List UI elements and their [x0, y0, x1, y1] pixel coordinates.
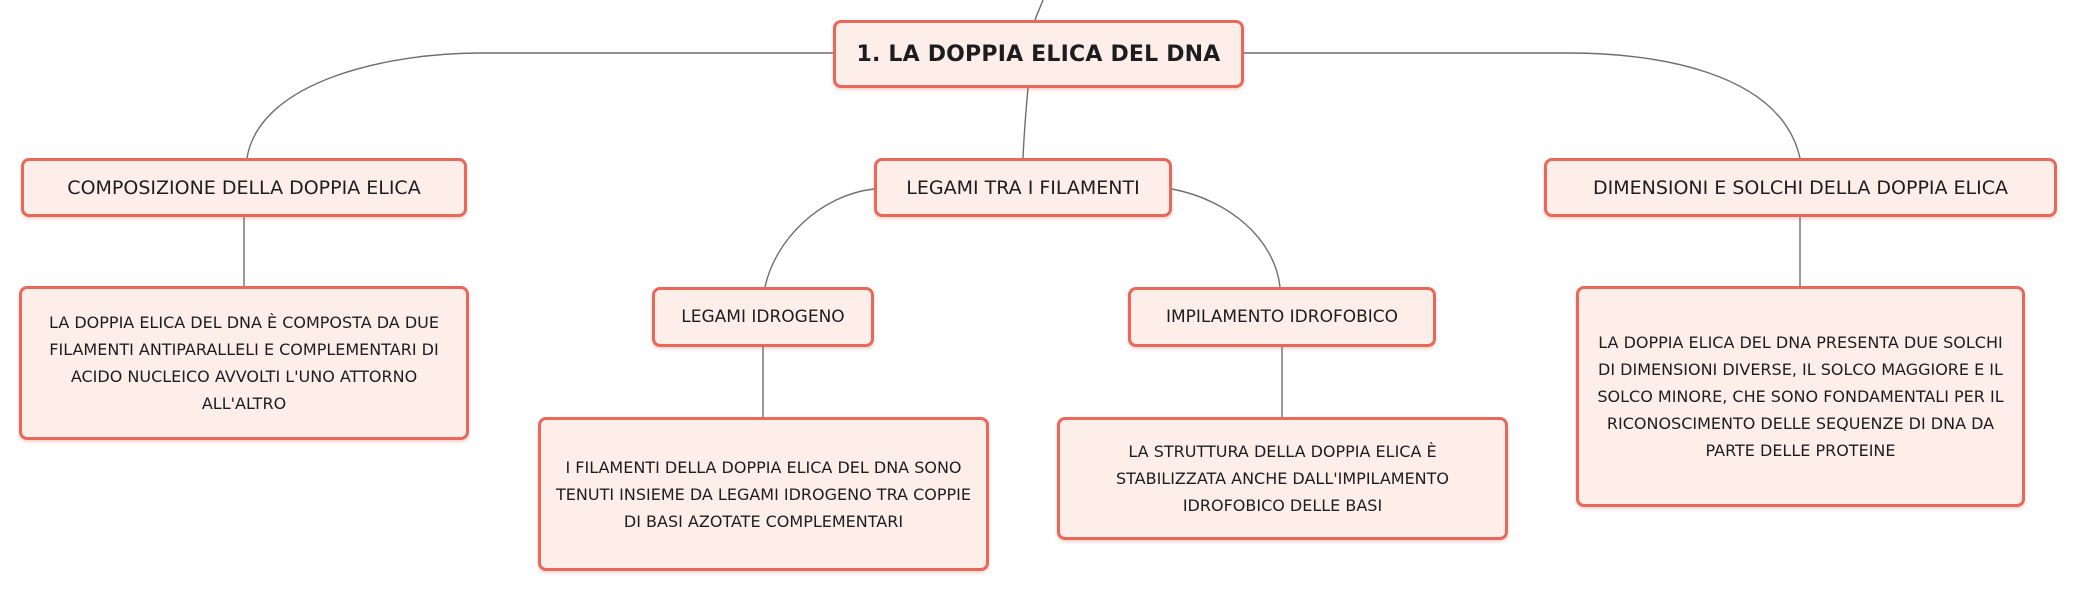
topic-legami-node[interactable]: LEGAMI TRA I FILAMENTI: [874, 158, 1172, 217]
root-topic-node[interactable]: 1. LA DOPPIA ELICA DEL DNA: [833, 20, 1244, 88]
topic-dimensioni-node[interactable]: DIMENSIONI E SOLCHI DELLA DOPPIA ELICA: [1544, 158, 2057, 217]
connector-root-dimensioni: [1244, 52, 1801, 159]
legami-idrogeno-detail-node[interactable]: I FILAMENTI DELLA DOPPIA ELICA DEL DNA S…: [538, 417, 989, 571]
topic-legami-label: LEGAMI TRA I FILAMENTI: [906, 176, 1140, 199]
legami-idrogeno-detail-text: I FILAMENTI DELLA DOPPIA ELICA DEL DNA S…: [556, 457, 971, 531]
composizione-detail-text: LA DOPPIA ELICA DEL DNA È COMPOSTA DA DU…: [49, 313, 439, 413]
dimensioni-detail-text: LA DOPPIA ELICA DEL DNA PRESENTA DUE SOL…: [1597, 333, 2004, 460]
connector-legami-impilamento: [1171, 188, 1281, 288]
subtopic-impilamento-node[interactable]: IMPILAMENTO IDROFOBICO: [1128, 287, 1436, 347]
composizione-detail-node[interactable]: LA DOPPIA ELICA DEL DNA È COMPOSTA DA DU…: [19, 286, 469, 440]
topic-composizione-label: COMPOSIZIONE DELLA DOPPIA ELICA: [67, 176, 421, 199]
impilamento-detail-node[interactable]: LA STRUTTURA DELLA DOPPIA ELICA È STABIL…: [1057, 417, 1508, 540]
connector-root-parent: [1034, 0, 1044, 21]
subtopic-impilamento-label: IMPILAMENTO IDROFOBICO: [1165, 307, 1399, 327]
connector-root-composizione: [246, 52, 833, 159]
topic-composizione-node[interactable]: COMPOSIZIONE DELLA DOPPIA ELICA: [21, 158, 467, 217]
connector-legami-idrogeno: [764, 188, 875, 288]
root-topic-label: 1. LA DOPPIA ELICA DEL DNA: [856, 41, 1221, 67]
subtopic-legami-idrogeno-node[interactable]: LEGAMI IDROGENO: [652, 287, 874, 347]
subtopic-legami-idrogeno-label: LEGAMI IDROGENO: [681, 307, 845, 327]
topic-dimensioni-label: DIMENSIONI E SOLCHI DELLA DOPPIA ELICA: [1592, 176, 2009, 199]
connector-root-legami: [1022, 87, 1029, 159]
dimensioni-detail-node[interactable]: LA DOPPIA ELICA DEL DNA PRESENTA DUE SOL…: [1576, 286, 2025, 507]
impilamento-detail-text: LA STRUTTURA DELLA DOPPIA ELICA È STABIL…: [1115, 442, 1450, 515]
